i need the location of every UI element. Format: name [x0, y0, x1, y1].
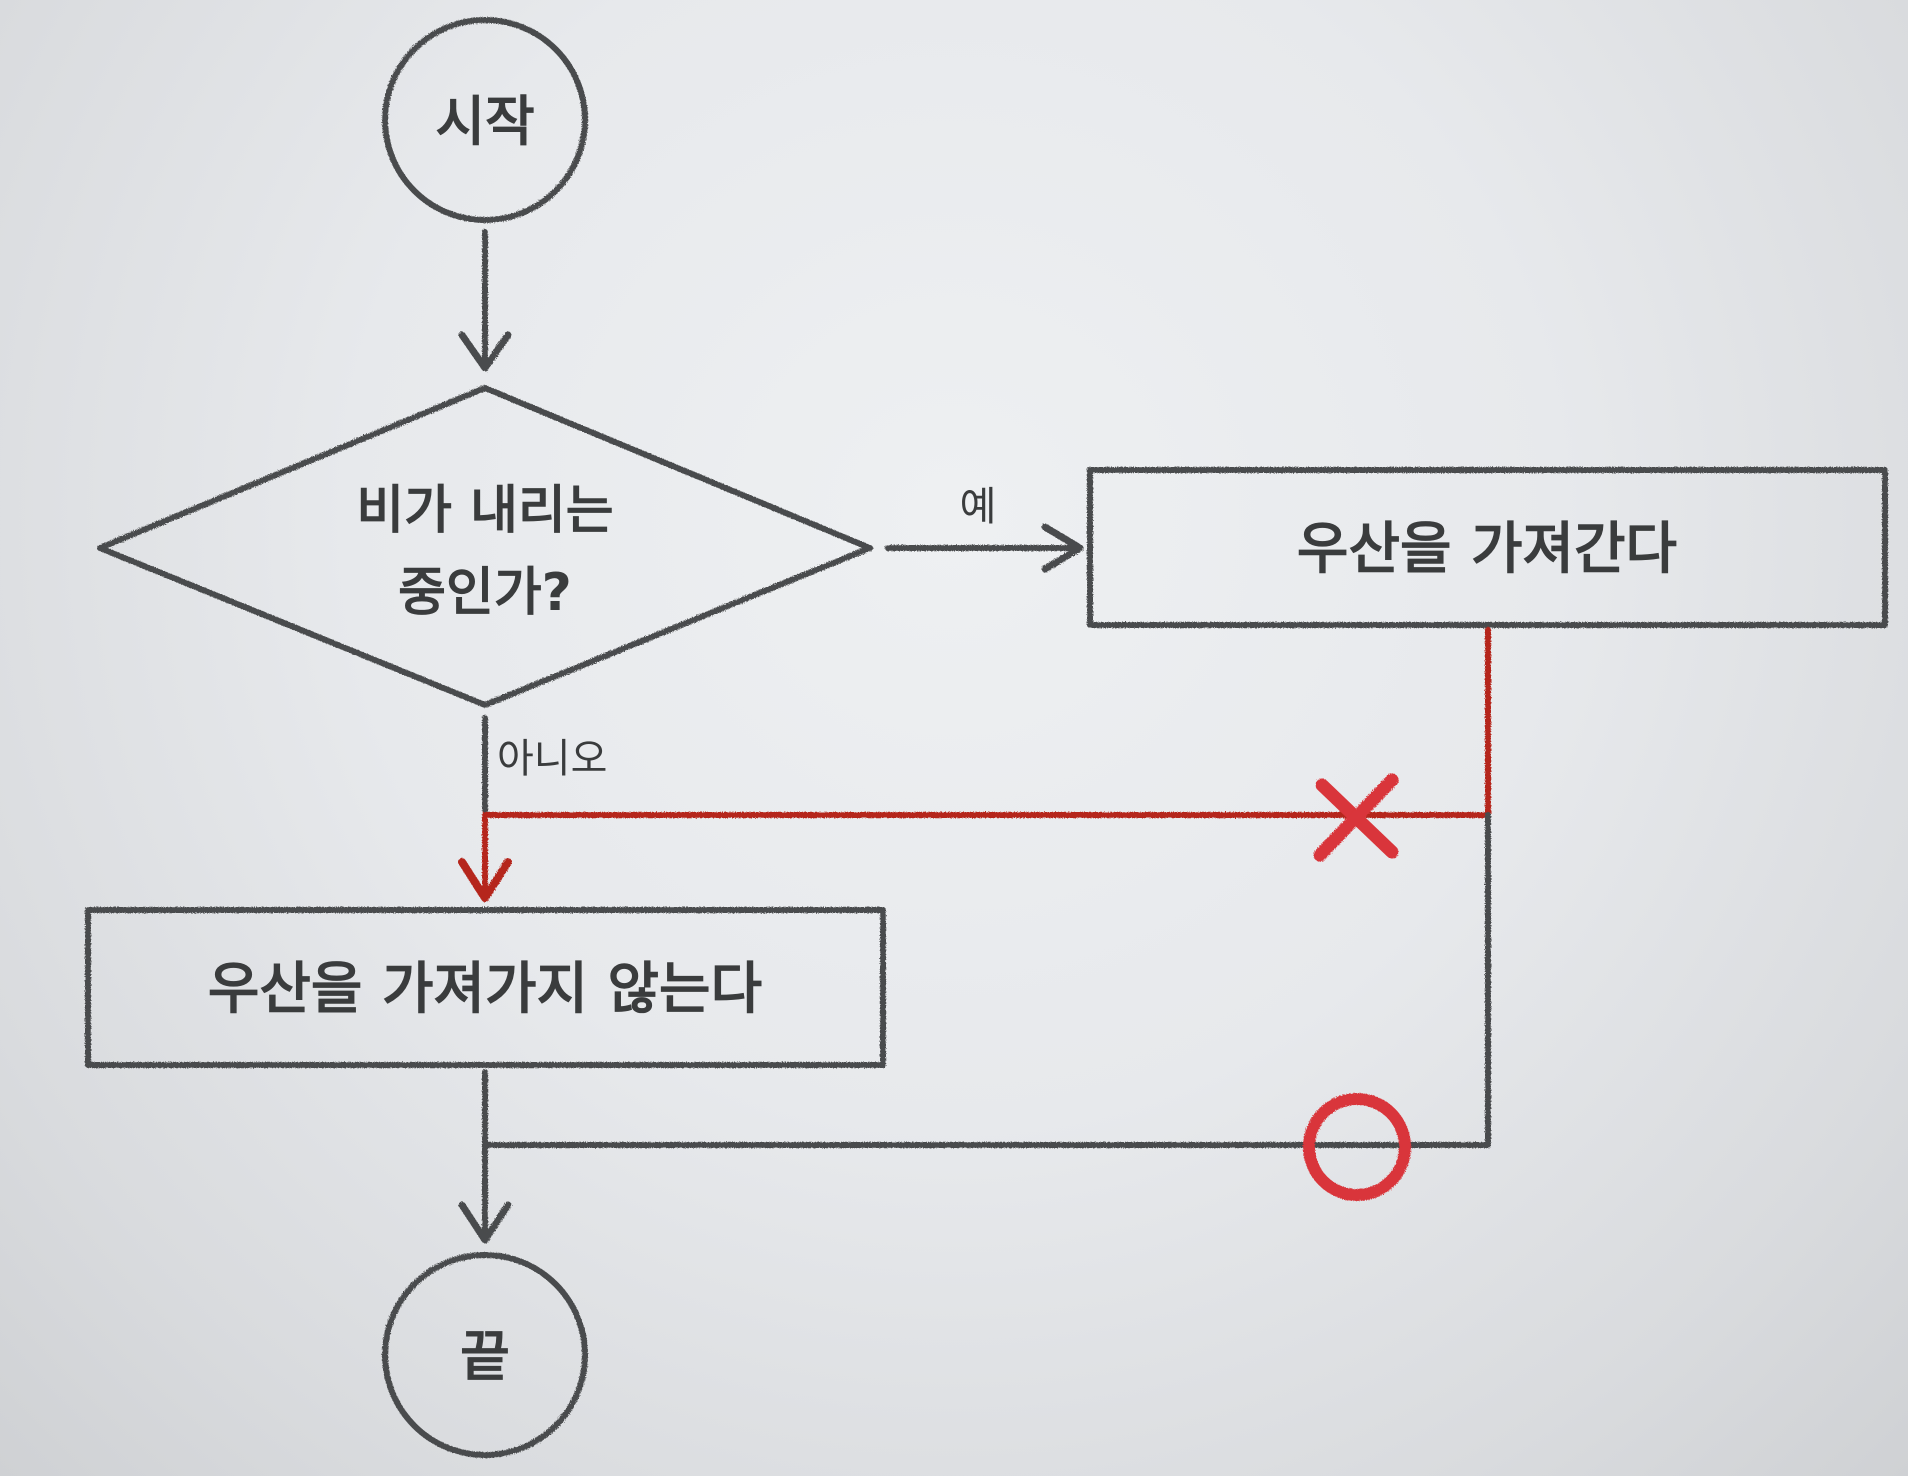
end-node: [382, 1252, 588, 1458]
start-label: 시작: [435, 90, 534, 153]
arrowhead-yes: [1041, 523, 1084, 573]
correct-path: [482, 812, 1491, 1148]
yes-label: 예: [960, 484, 997, 530]
start-node: [382, 17, 588, 223]
decision-node: [97, 385, 873, 708]
decision-label-line1: 비가 내리는: [356, 481, 613, 541]
no-umbrella-label: 우산을 가져가지 않는다: [208, 957, 762, 1022]
no-umbrella-node: [85, 907, 886, 1068]
arrowhead-end: [458, 1201, 512, 1244]
no-label: 아니오: [497, 736, 607, 782]
arrowhead-decision: [458, 331, 512, 372]
take-umbrella-label: 우산을 가져간다: [1297, 517, 1677, 582]
decision-label-line2: 중인가?: [398, 563, 572, 623]
wrong-path: [482, 627, 1491, 898]
arrowhead-wrong: [458, 858, 512, 902]
o-mark-icon: [1303, 1093, 1411, 1201]
end-label: 끝: [460, 1325, 510, 1388]
take-umbrella-node: [1087, 467, 1888, 628]
x-mark-icon: [1313, 773, 1399, 862]
